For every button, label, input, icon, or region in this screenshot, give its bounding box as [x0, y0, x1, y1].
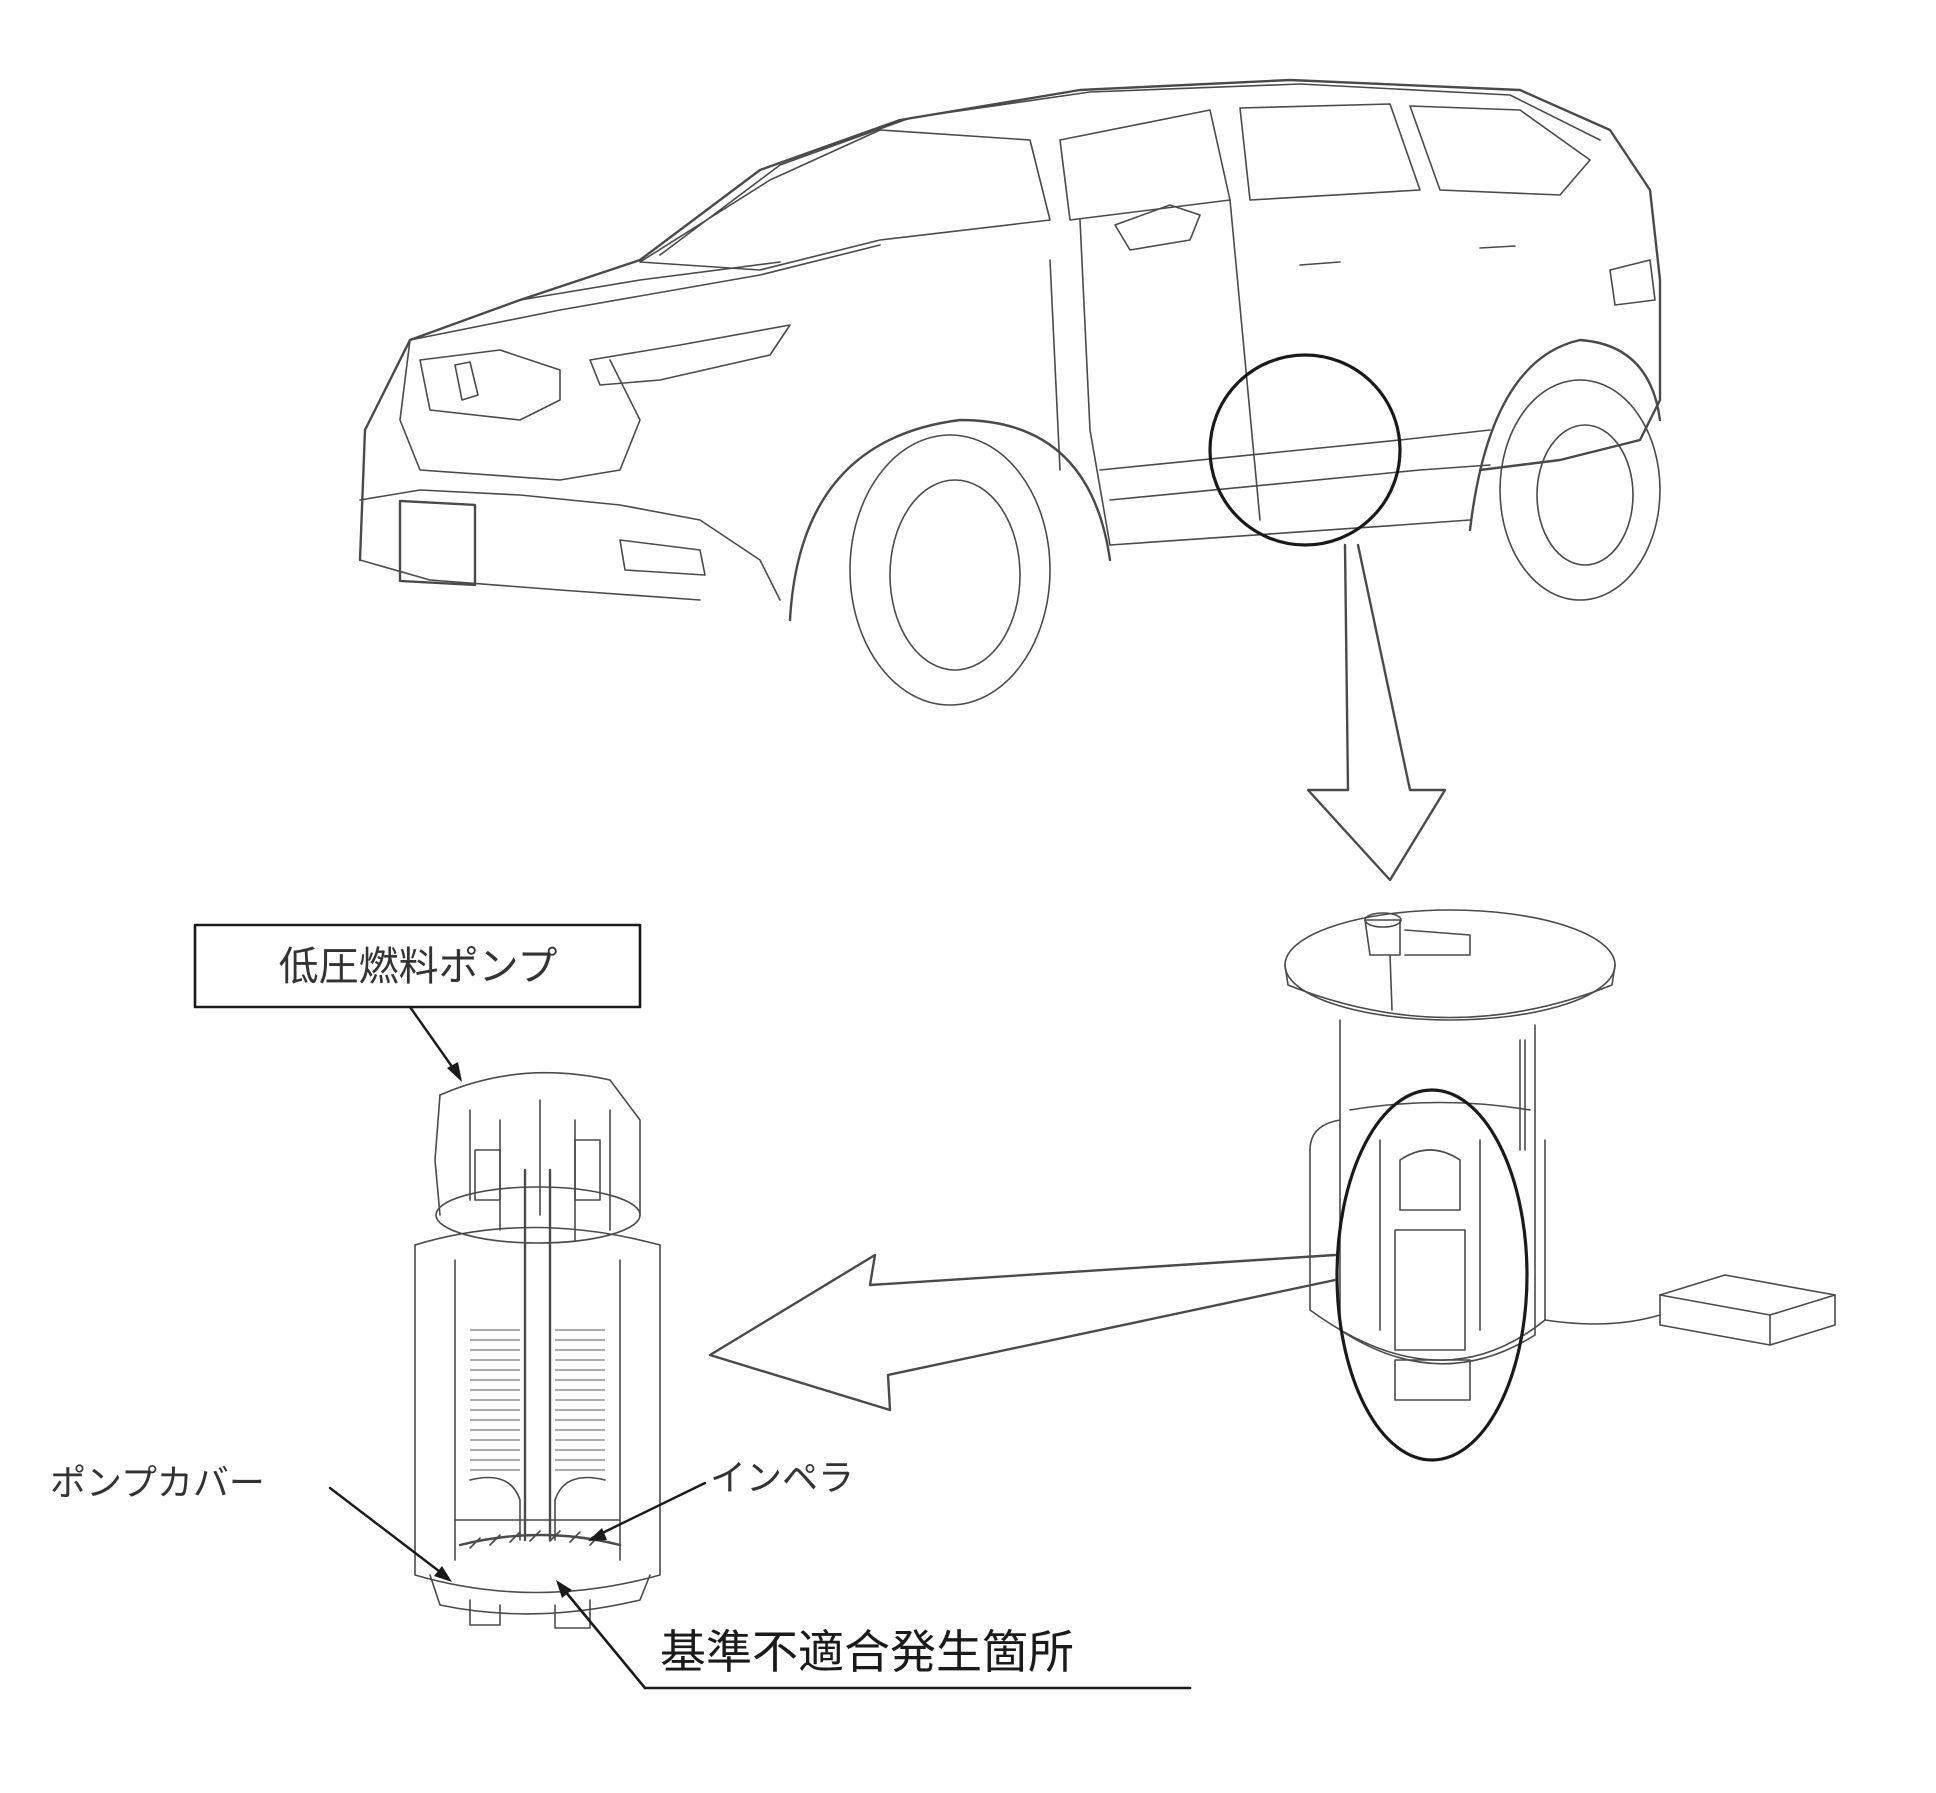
fuel-tank-highlight-circle — [1208, 353, 1402, 547]
zoom-arrow-down — [1306, 543, 1447, 882]
leader-impeller — [590, 1481, 707, 1540]
nonconformity-location-label: 基準不適合発生箇所 — [660, 1625, 1074, 1679]
leader-arrowhead-pump — [447, 1062, 462, 1082]
low-pressure-fuel-pump-text: 低圧燃料ポンプ — [279, 944, 558, 990]
low-pressure-fuel-pump-illustration — [414, 1071, 661, 1629]
leader-nonconformity — [558, 1583, 647, 1690]
pump-highlight-ellipse — [1335, 1088, 1529, 1462]
leader-arrowhead-nonconformity — [556, 1580, 572, 1598]
leader-arrowhead-impeller — [588, 1528, 607, 1541]
leader-arrowhead-pump-cover — [434, 1566, 452, 1582]
label-low-pressure-fuel-pump: 低圧燃料ポンプ — [193, 923, 642, 1009]
zoom-arrow-left — [708, 1253, 1337, 1412]
pump-cover-label: ポンプカバー — [50, 1463, 265, 1504]
car-illustration — [358, 78, 1662, 706]
leader-pump-cover — [328, 1486, 450, 1580]
impeller-label: インペラ — [710, 1458, 854, 1499]
fuel-pump-module-illustration — [1284, 909, 1836, 1401]
